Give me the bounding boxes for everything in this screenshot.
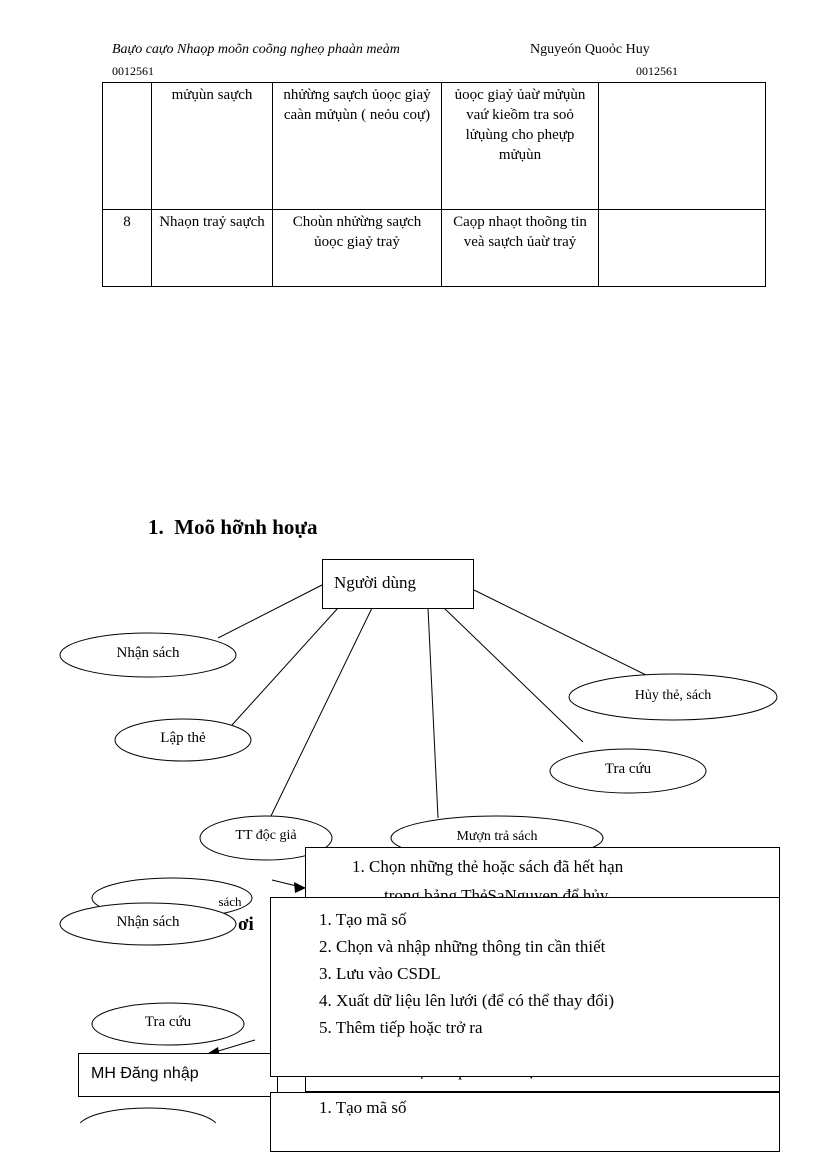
overlay-box-2: 1. Tạo mã số 2. Chọn và nhập những thông… (270, 897, 780, 1077)
table-cell-no: 8 (102, 209, 152, 287)
header-title: Baựo caựo Nhaọp moõn coõng ngheọ phaàn m… (112, 42, 400, 57)
table-row: mửụùn saựch nhửừng saựch ủoọc giaỷ caàn … (102, 82, 766, 210)
function-table: mửụùn saựch nhửừng saựch ủoọc giaỷ caàn … (102, 82, 766, 287)
connector-line (217, 584, 323, 639)
overlay-box-3: 1. Tạo mã số (270, 1092, 780, 1152)
table-cell-note (598, 209, 766, 287)
section-title-text: Moõ hỡnh hoựa (174, 515, 318, 539)
table-cell-result: Caọp nhaọt thoõng tin veà saựch ủaừ traỷ (441, 209, 599, 287)
arrow-head (294, 882, 306, 893)
ellipse-bottom-partial (79, 1107, 217, 1123)
actor-label: Người dùng (334, 573, 416, 592)
partial-bold-text: ơi (238, 914, 254, 935)
ellipse-tra-cuu (549, 748, 707, 794)
header-id-right: 0012561 (636, 64, 678, 78)
use-case-diagram (59, 584, 778, 1123)
table-cell-name: Nhaọn traỷ saựch (151, 209, 273, 287)
label-nhan-sach: Nhận sách (116, 645, 180, 661)
header-id-left: 0012561 (112, 64, 154, 78)
ellipse-nhan-sach (59, 632, 237, 678)
ellipse-tt-doc-gia (199, 815, 333, 861)
table-cell-action: Choùn nhửừng saựch ủoọc giaỷ traỷ (272, 209, 442, 287)
ellipse-huy-the (568, 673, 778, 721)
label-tra-cuu: Tra cứu (604, 761, 652, 777)
overlay2-item: 1. Tạo mã số (319, 910, 407, 929)
table-cell-no (102, 82, 152, 210)
label-nhan-sach-2: Nhận sách (116, 914, 180, 930)
connector-line (214, 1039, 256, 1053)
ellipse-nhan-sach-2 (59, 902, 237, 946)
table-row: 8 Nhaọn traỷ saựch Choùn nhửừng saựch ủo… (102, 209, 766, 287)
connector-line (473, 589, 649, 677)
table-cell-note (598, 82, 766, 210)
overlay2-item: 2. Chọn và nhập những thông tin cần thiế… (319, 937, 606, 956)
login-screen-label: MH Đăng nhập (91, 1065, 199, 1082)
overlay2-item: 4. Xuất dữ liệu lên lưới (để có thể thay… (319, 991, 615, 1010)
table-cell-result: ủoọc giaỷ ủaừ mửụùn vaứ kieồm tra soỏ lử… (441, 82, 599, 210)
connector-line (443, 607, 584, 743)
ellipse-lap-the (114, 718, 252, 762)
label-huy-the: Hủy thẻ, sách (634, 688, 712, 703)
section-title: 1. Moõ hỡnh hoựa (148, 515, 318, 540)
label-muon-tra: Mượn trả sách (456, 829, 538, 844)
overlay2-item: 3. Lưu vào CSDL (319, 964, 441, 983)
overlay2-item: 5. Thêm tiếp hoặc trở ra (319, 1018, 483, 1037)
connector-line (269, 607, 373, 819)
connector-line (427, 607, 439, 819)
section-number: 1. (148, 515, 164, 539)
ellipse-tra-cuu-2 (91, 1002, 245, 1046)
connector-line (231, 607, 339, 726)
label-partial-sach: sách (218, 894, 242, 909)
actor-box: Người dùng (322, 559, 474, 609)
login-screen-box: MH Đăng nhập (78, 1053, 278, 1097)
label-tra-cuu-2: Tra cứu (144, 1014, 192, 1030)
table-cell-name: mửụùn saựch (151, 82, 273, 210)
header-author: Nguyeón Quoỏc Huy (530, 42, 650, 57)
overlay1-item-1: 1. Chọn những thẻ hoặc sách đã hết hạn (352, 857, 624, 876)
overlay3-item: 1. Tạo mã số (319, 1098, 407, 1117)
label-tt-doc-gia: TT độc giả (235, 828, 297, 843)
label-lap-the: Lập thẻ (160, 730, 206, 746)
